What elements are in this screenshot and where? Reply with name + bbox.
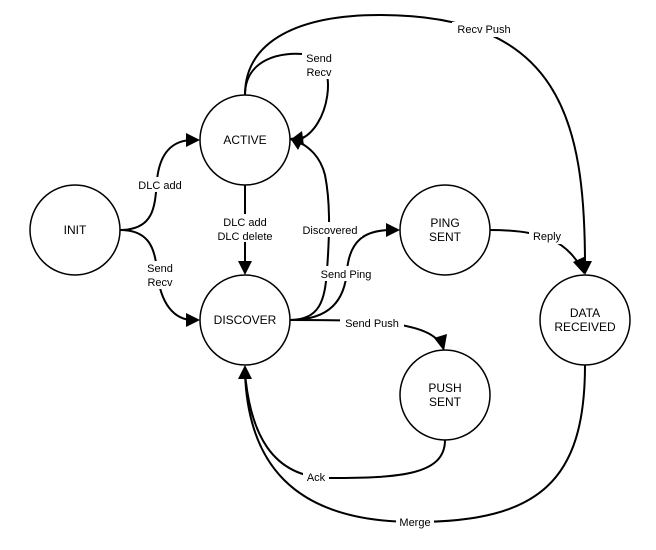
edge-label-active-self-line2: Recv	[306, 67, 332, 79]
edge-label-discover-push: Send Push	[345, 318, 399, 330]
label-bg-discover-active	[298, 222, 362, 237]
node-data-received-circle	[539, 274, 631, 366]
node-ping-sent[interactable]: PING SENT	[399, 184, 491, 276]
node-ping-sent-label-line1: PING	[430, 216, 459, 230]
edge-label-active-discover-line1: DLC add	[223, 217, 266, 229]
edge-label-ping-data: Reply	[533, 231, 562, 243]
edge-labels: DLC add Send Recv Send Recv DLC add DLC …	[134, 22, 565, 530]
node-push-sent-label-line1: PUSH	[428, 381, 461, 395]
node-push-sent[interactable]: PUSH SENT	[399, 349, 491, 441]
label-bg-discover-push	[340, 315, 404, 330]
edge-push-discover	[244, 372, 446, 480]
label-bg-active-data	[452, 22, 516, 37]
node-discover[interactable]: DISCOVER	[199, 274, 291, 366]
node-data-received-label-line1: DATA	[570, 306, 600, 320]
arrowhead-push-discover	[238, 365, 252, 379]
node-init[interactable]: INIT	[29, 184, 121, 276]
node-data-received-label-line2: RECEIVED	[554, 320, 616, 334]
edge-label-active-discover-line2: DLC delete	[217, 231, 272, 243]
label-bg-discover-ping	[315, 266, 377, 281]
node-ping-sent-label-line2: SENT	[429, 230, 462, 244]
node-data-received[interactable]: DATA RECEIVED	[539, 274, 631, 366]
arrowhead-active-discover	[238, 261, 252, 275]
arrowhead-active-data	[578, 261, 592, 275]
node-push-sent-circle	[399, 349, 491, 441]
node-active-circle	[199, 94, 291, 186]
arrowhead-discover-ping	[386, 223, 400, 237]
node-discover-circle	[199, 274, 291, 366]
node-active[interactable]: ACTIVE	[199, 94, 291, 186]
edge-label-init-discover-line2: Recv	[147, 277, 173, 289]
node-active-label: ACTIVE	[223, 133, 266, 147]
edge-label-init-discover-line1: Send	[147, 263, 173, 275]
edge-label-init-active: DLC add	[138, 180, 181, 192]
edge-active-data	[244, 13, 586, 266]
edge-label-push-discover: Ack	[307, 472, 326, 484]
edge-label-active-self-line1: Send	[306, 53, 332, 65]
arrowhead-discover-active	[290, 136, 305, 150]
node-discover-label: DISCOVER	[214, 313, 277, 327]
label-bg-ping-data	[529, 229, 565, 244]
label-bg-active-self	[302, 51, 336, 79]
label-bg-active-discover	[212, 214, 278, 242]
edge-label-discover-ping: Send Ping	[321, 269, 372, 281]
edge-discover-active	[289, 140, 331, 321]
edge-label-active-data: Recv Push	[457, 24, 510, 36]
arrowhead-init-discover	[186, 313, 200, 327]
node-push-sent-label-line2: SENT	[429, 395, 462, 409]
arrowhead-discover-push	[434, 334, 447, 351]
node-init-circle	[29, 184, 121, 276]
edge-label-data-discover: Merge	[399, 517, 430, 529]
label-bg-init-active	[134, 177, 186, 192]
label-bg-push-discover	[303, 470, 329, 485]
nodes: INIT ACTIVE DISCOVER PING SENT PUSH SENT…	[29, 94, 631, 441]
label-bg-data-discover	[396, 515, 434, 530]
arrowhead-init-active	[186, 133, 200, 147]
node-init-label: INIT	[64, 223, 87, 237]
label-bg-init-discover	[143, 261, 177, 289]
edge-label-discover-active: Discovered	[302, 225, 357, 237]
node-ping-sent-circle	[399, 184, 491, 276]
